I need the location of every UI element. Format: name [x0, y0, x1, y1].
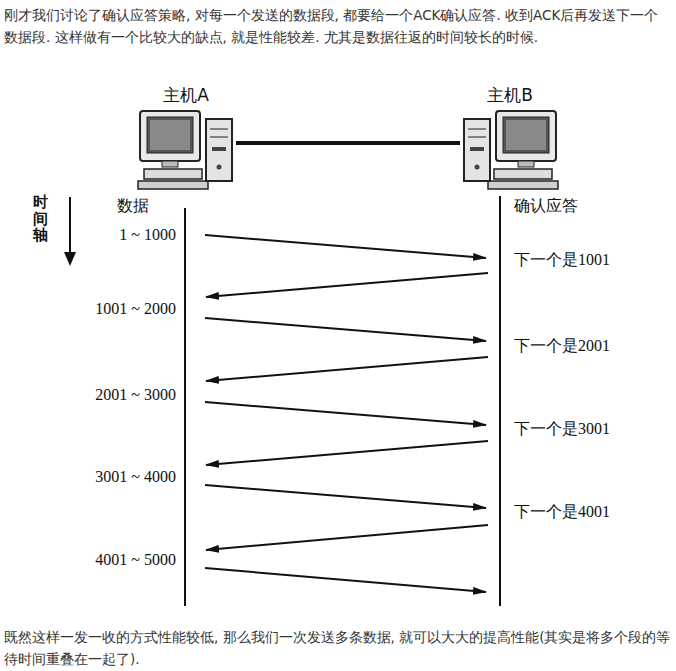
host-label: 主机B [460, 84, 560, 107]
diagram-label: 下一个是1001 [514, 250, 610, 271]
host-node: 主机A [136, 84, 236, 192]
diagram-label: 3001 ~ 4000 [95, 468, 176, 486]
paragraph-text: 既然这样一发一收的方式性能较低, 那么我们一次发送多条数据, 就可以大大的提高性… [4, 626, 672, 670]
diagram-label: 确认应答 [514, 196, 578, 217]
diagram-label: 1 ~ 1000 [119, 226, 176, 244]
network-cable [236, 141, 460, 145]
computer-icon [136, 107, 236, 192]
timeline-a [184, 208, 186, 606]
diagram-label: 下一个是3001 [514, 419, 610, 440]
paragraph-text: 刚才我们讨论了确认应答策略, 对每一个发送的数据段, 都要给一个ACK确认应答.… [4, 4, 672, 48]
timeline-b [499, 196, 501, 606]
axis-label: 时间轴 [33, 194, 48, 244]
diagram-label: 下一个是4001 [514, 502, 610, 523]
diagram-label: 4001 ~ 5000 [95, 551, 176, 569]
time-axis-head [64, 252, 76, 266]
computer-icon [460, 107, 560, 192]
diagram-label: 下一个是2001 [514, 336, 610, 357]
host-node: 主机B [460, 84, 560, 192]
message-arrows [205, 235, 488, 592]
host-label: 主机A [136, 84, 236, 107]
diagram-label: 1001 ~ 2000 [95, 300, 176, 318]
diagram-label: 数据 [117, 196, 149, 217]
diagram-label: 2001 ~ 3000 [95, 386, 176, 404]
